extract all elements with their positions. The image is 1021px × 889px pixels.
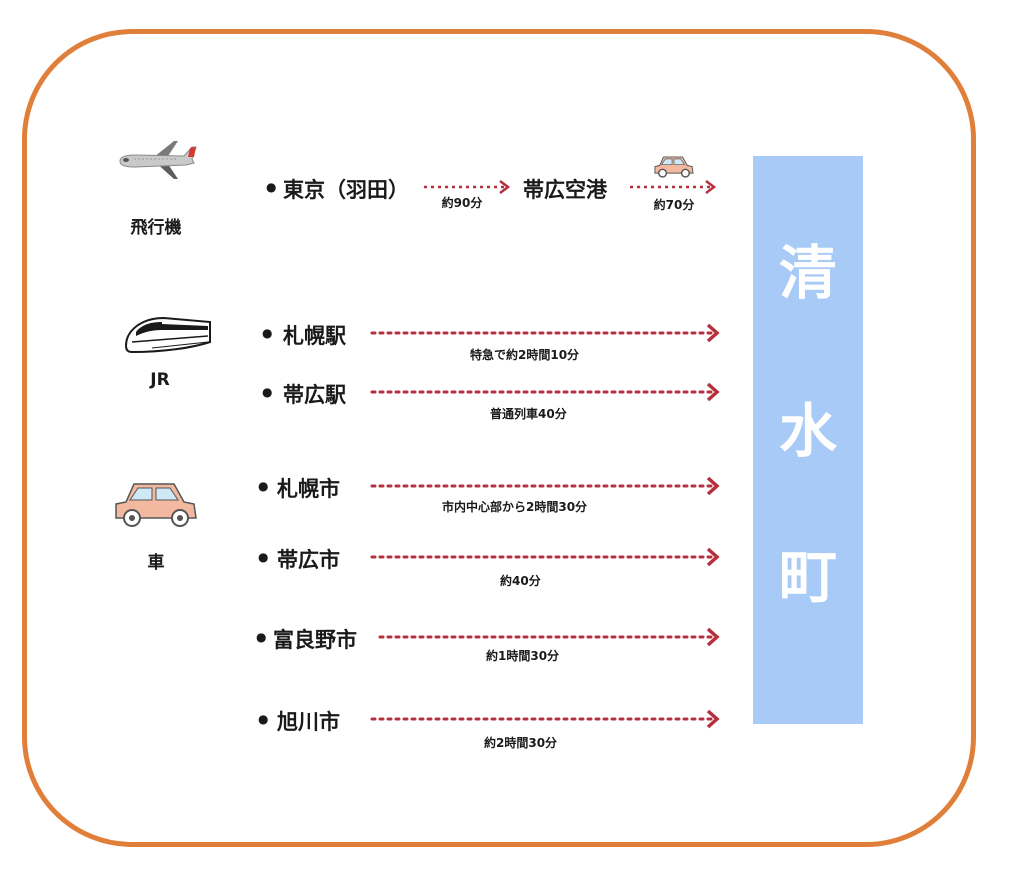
route-time: 特急で約2時間10分 bbox=[470, 348, 580, 362]
small-car-icon bbox=[654, 156, 694, 178]
bullet-icon: ● bbox=[258, 712, 269, 726]
mode-label-car: 車 bbox=[147, 553, 165, 573]
bullet-icon: ● bbox=[258, 479, 269, 493]
airplane-icon bbox=[119, 141, 197, 179]
bullet-icon: ● bbox=[262, 326, 273, 340]
route-origin: 帯広市 bbox=[277, 548, 340, 572]
plane-leg1-arrow bbox=[424, 180, 511, 194]
route-time: 約1時間30分 bbox=[486, 649, 560, 663]
route-arrow bbox=[370, 476, 720, 496]
bullet-icon: ● bbox=[266, 180, 277, 194]
route-time: 約40分 bbox=[500, 574, 541, 588]
train-icon bbox=[124, 316, 211, 354]
plane-leg1-time: 約90分 bbox=[441, 196, 483, 210]
route-time: 普通列車40分 bbox=[490, 407, 567, 421]
plane-leg2-arrow bbox=[630, 180, 717, 194]
route-arrow bbox=[370, 323, 720, 343]
route-time: 市内中心部から2時間30分 bbox=[442, 500, 588, 514]
mode-label-jr: JR bbox=[150, 370, 170, 390]
plane-leg2-time: 約70分 bbox=[653, 198, 695, 212]
route-arrow bbox=[378, 627, 720, 647]
outer-frame bbox=[22, 29, 976, 847]
route-arrow bbox=[370, 709, 720, 729]
route-origin: 札幌市 bbox=[277, 477, 340, 501]
mode-label-plane: 飛行機 bbox=[130, 218, 182, 238]
plane-origin: 東京（羽田） bbox=[283, 178, 409, 202]
destination-bar: 清 水 町 bbox=[753, 156, 863, 724]
route-origin: 旭川市 bbox=[277, 710, 340, 734]
route-origin: 帯広駅 bbox=[283, 383, 346, 407]
bullet-icon: ● bbox=[258, 550, 269, 564]
route-origin: 富良野市 bbox=[273, 628, 357, 652]
destination-char-2: 水 bbox=[778, 397, 837, 465]
destination-char-3: 町 bbox=[778, 543, 837, 611]
destination-char-1: 清 bbox=[778, 239, 837, 307]
route-arrow bbox=[370, 547, 720, 567]
route-time: 約2時間30分 bbox=[484, 736, 558, 750]
car-icon bbox=[115, 483, 197, 527]
bullet-icon: ● bbox=[256, 630, 267, 644]
bullet-icon: ● bbox=[262, 385, 273, 399]
route-origin: 札幌駅 bbox=[283, 324, 346, 348]
route-arrow bbox=[370, 382, 720, 402]
plane-via: 帯広空港 bbox=[523, 178, 607, 202]
